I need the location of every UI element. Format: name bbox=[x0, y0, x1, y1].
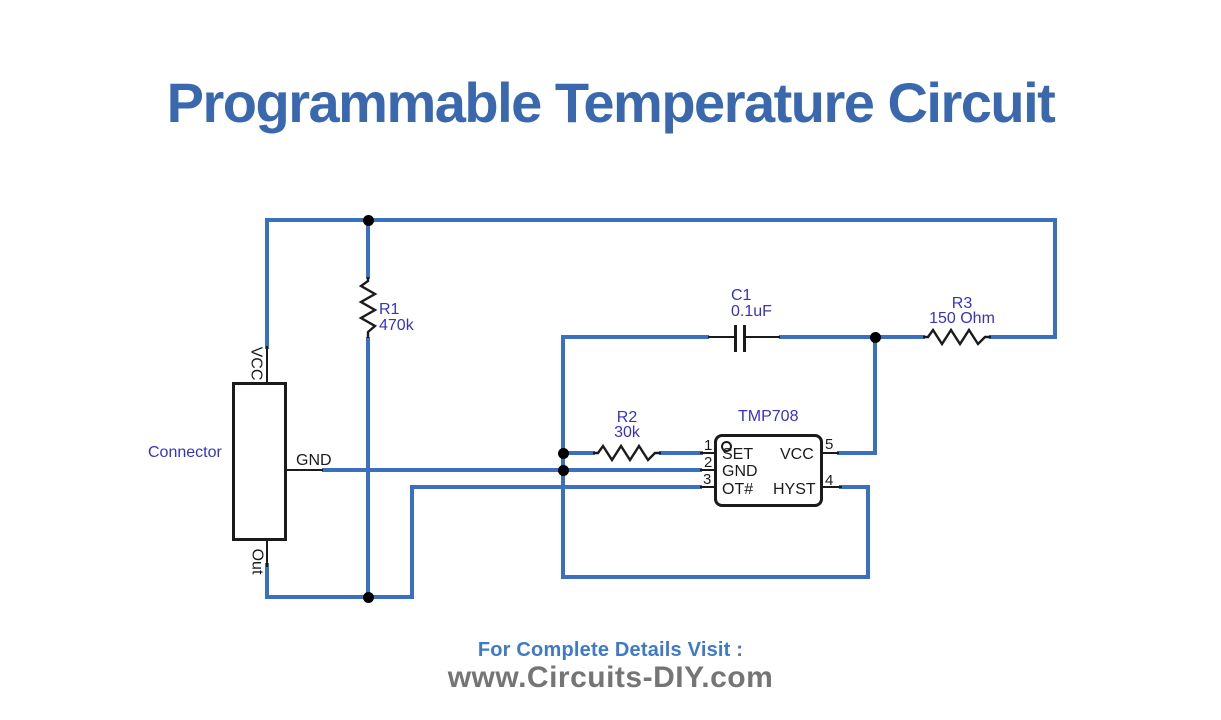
r3-ref-label: R3 bbox=[951, 295, 973, 312]
junction-dot-c1-r3 bbox=[870, 332, 881, 343]
connector-pin-gnd-label: GND bbox=[296, 452, 332, 469]
ic-pin-vcc-label: VCC bbox=[780, 446, 814, 463]
ic-pin2-number: 2 bbox=[704, 454, 713, 471]
connector-out-pin-stub bbox=[266, 539, 268, 567]
wire-c1-right-lead bbox=[779, 335, 925, 339]
wire-out-drop bbox=[265, 563, 269, 599]
junction-dot-out bbox=[363, 592, 374, 603]
wire-r3-right-lead bbox=[989, 335, 1056, 339]
wire-vcc-left-drop bbox=[265, 218, 269, 349]
resistor-r2-symbol bbox=[593, 443, 661, 463]
wire-vcc-pin-drop bbox=[873, 335, 877, 455]
ic-pin3-number: 3 bbox=[703, 471, 712, 488]
wire-gnd-line bbox=[322, 468, 702, 472]
ic-pin-hyst-label: HYST bbox=[773, 481, 816, 498]
wire-vcc-top-rail bbox=[267, 218, 1057, 222]
page-title: Programmable Temperature Circuit bbox=[166, 71, 1056, 134]
ic-pin1-number: 1 bbox=[704, 437, 713, 454]
c1-right-lead bbox=[746, 336, 780, 338]
c1-left-lead bbox=[708, 336, 735, 338]
wire-ot-line bbox=[410, 485, 702, 489]
footer-site-url: www.Circuits-DIY.com bbox=[447, 661, 774, 694]
resistor-r3-symbol bbox=[923, 327, 991, 347]
ic-pin-ot-label: OT# bbox=[722, 481, 754, 498]
ic-pin5-number: 5 bbox=[825, 436, 834, 453]
r1-ref-label: R1 bbox=[379, 301, 400, 318]
wire-r1-top bbox=[366, 218, 370, 279]
ic-pin2-stub bbox=[700, 469, 716, 471]
ic-pin5-stub bbox=[822, 452, 839, 454]
wire-r2-right-lead bbox=[659, 451, 703, 455]
ic-pin3-stub bbox=[700, 486, 716, 488]
ic-pin-set-label: SET bbox=[722, 446, 754, 463]
r3-value-label: 150 Ohm bbox=[929, 310, 995, 327]
ic-pin1-stub bbox=[700, 452, 716, 454]
ic-name-label: TMP708 bbox=[738, 408, 799, 425]
wire-c1-left-lead bbox=[561, 335, 709, 339]
connector-vcc-pin-stub bbox=[266, 346, 268, 384]
wire-hyst-riser bbox=[866, 485, 870, 579]
ic-pin1-indicator-circle bbox=[721, 441, 732, 452]
r2-value-label: 30k bbox=[614, 424, 640, 441]
wire-ot-riser bbox=[410, 485, 414, 599]
footer-visit-text: For Complete Details Visit : bbox=[477, 639, 744, 661]
connector-gnd-pin-stub bbox=[287, 469, 323, 471]
wire-vcc-pin-lead bbox=[837, 451, 877, 455]
wire-hyst-lead bbox=[839, 485, 870, 489]
c1-value-label: 0.1uF bbox=[731, 303, 772, 320]
wire-hyst-bottom bbox=[561, 575, 870, 579]
wire-right-riser bbox=[1053, 218, 1057, 339]
ic-pin4-number: 4 bbox=[825, 472, 834, 489]
junction-dot-set bbox=[558, 448, 569, 459]
ic-pin4-stub bbox=[822, 486, 842, 488]
r2-ref-label: R2 bbox=[616, 409, 638, 426]
ic-pin-gnd-label: GND bbox=[722, 463, 758, 480]
junction-dot-gnd bbox=[558, 465, 569, 476]
resistor-r1-symbol bbox=[358, 277, 378, 338]
connector-symbol bbox=[232, 382, 287, 541]
connector-pin-out-label: Out bbox=[248, 548, 266, 575]
wire-set-lead bbox=[561, 451, 595, 455]
connector-pin-vcc-label: VCC bbox=[247, 346, 265, 381]
c1-plate-right bbox=[743, 325, 746, 352]
c1-ref-label: C1 bbox=[731, 287, 752, 304]
wire-out-bottom-rail bbox=[265, 595, 414, 599]
c1-plate-left bbox=[734, 325, 737, 352]
junction-dot-vcc-rail bbox=[363, 215, 374, 226]
connector-label: Connector bbox=[148, 444, 222, 461]
r1-value-label: 470k bbox=[379, 317, 414, 334]
